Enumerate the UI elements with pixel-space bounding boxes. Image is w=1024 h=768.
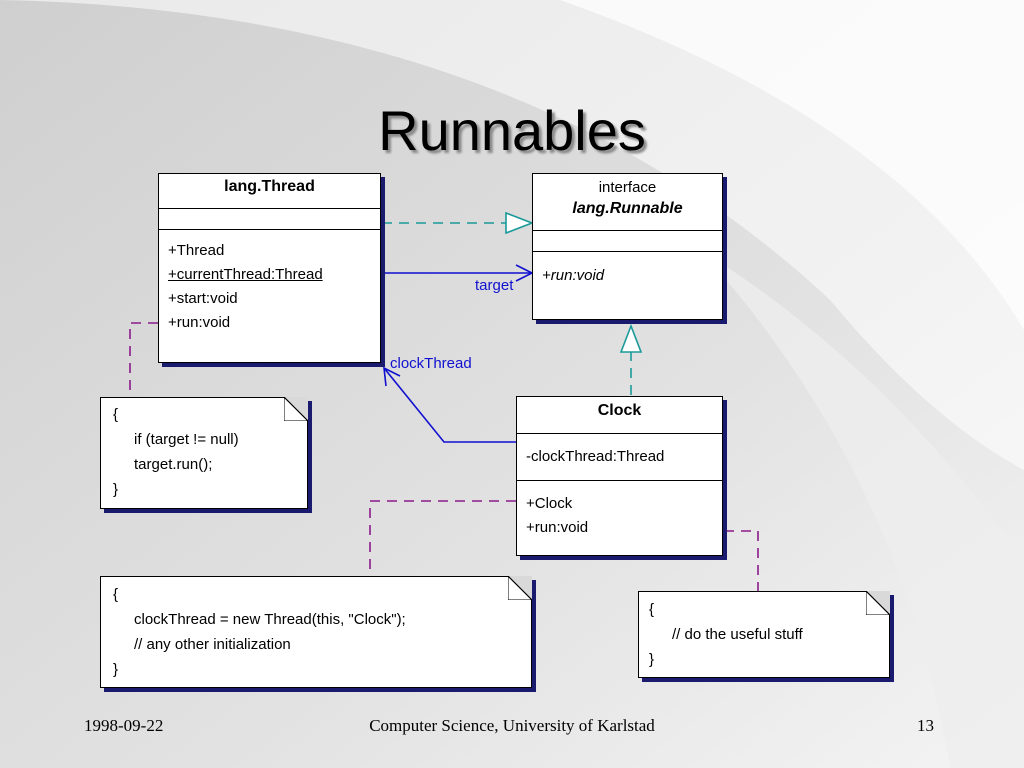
interface-runnable-name: lang.Runnable: [572, 200, 683, 217]
note-clock-constructor[interactable]: { clockThread = new Thread(this, "Clock"…: [100, 576, 532, 688]
association-label-clockthread: clockThread: [390, 355, 472, 372]
class-clock-name: Clock: [597, 402, 642, 419]
op-clock-run: +run:void: [526, 519, 589, 536]
note-line: {: [649, 601, 655, 618]
class-thread[interactable]: lang.Thread +Thread +currentThread:Threa…: [158, 173, 381, 363]
realization-arrowhead: [505, 211, 535, 235]
note-line: if (target != null): [134, 431, 239, 448]
class-thread-attributes: [159, 208, 380, 229]
note-line: {: [113, 406, 119, 423]
op-thread-ctor: +Thread: [168, 242, 225, 259]
note-fold-icon: [508, 576, 532, 600]
note-line: }: [649, 651, 655, 668]
note-line: clockThread = new Thread(this, "Clock");: [134, 611, 406, 628]
note-line: }: [113, 661, 119, 678]
footer-page-number: 13: [917, 716, 934, 735]
interface-runnable-operations: +run:void: [533, 251, 722, 318]
interface-runnable-header: interface lang.Runnable: [533, 174, 722, 230]
interface-runnable[interactable]: interface lang.Runnable +run:void: [532, 173, 723, 320]
interface-stereotype: interface: [598, 179, 657, 196]
note-link-thread: [129, 322, 158, 397]
op-runnable-run: +run:void: [542, 267, 605, 284]
note-thread-run[interactable]: { if (target != null) target.run(); }: [100, 397, 308, 509]
class-clock-attributes: -clockThread:Thread: [517, 433, 722, 480]
note-line: // do the useful stuff: [672, 626, 803, 643]
class-clock-operations: +Clock +run:void: [517, 480, 722, 555]
op-clock-ctor: +Clock: [526, 495, 573, 512]
attr-clock-thread: -clockThread:Thread: [526, 448, 665, 465]
op-current-thread: +currentThread:Thread: [168, 266, 323, 283]
op-thread-run: +run:void: [168, 314, 231, 331]
op-start: +start:void: [168, 290, 238, 307]
class-clock[interactable]: Clock -clockThread:Thread +Clock +run:vo…: [516, 396, 723, 556]
note-link-clock-run: [724, 530, 759, 591]
footer-date: 1998-09-22: [84, 716, 164, 735]
class-thread-name: lang.Thread: [224, 178, 315, 195]
association-clockthread: [383, 367, 516, 443]
note-line: // any other initialization: [134, 636, 291, 653]
note-clock-run[interactable]: { // do the useful stuff }: [638, 591, 890, 678]
note-line: }: [113, 481, 119, 498]
realization-arrowhead-2: [619, 323, 643, 353]
class-thread-operations: +Thread +currentThread:Thread +start:voi…: [159, 229, 380, 362]
note-link-clock-ctor: [369, 500, 516, 576]
note-line: target.run();: [134, 456, 213, 473]
note-line: {: [113, 586, 119, 603]
interface-runnable-attributes: [533, 230, 722, 251]
note-fold-icon: [866, 591, 890, 615]
association-label-target: target: [475, 277, 514, 294]
note-fold-icon: [284, 397, 308, 421]
slide-title: Runnables: [378, 99, 646, 162]
footer-institution: Computer Science, University of Karlstad: [369, 716, 655, 735]
